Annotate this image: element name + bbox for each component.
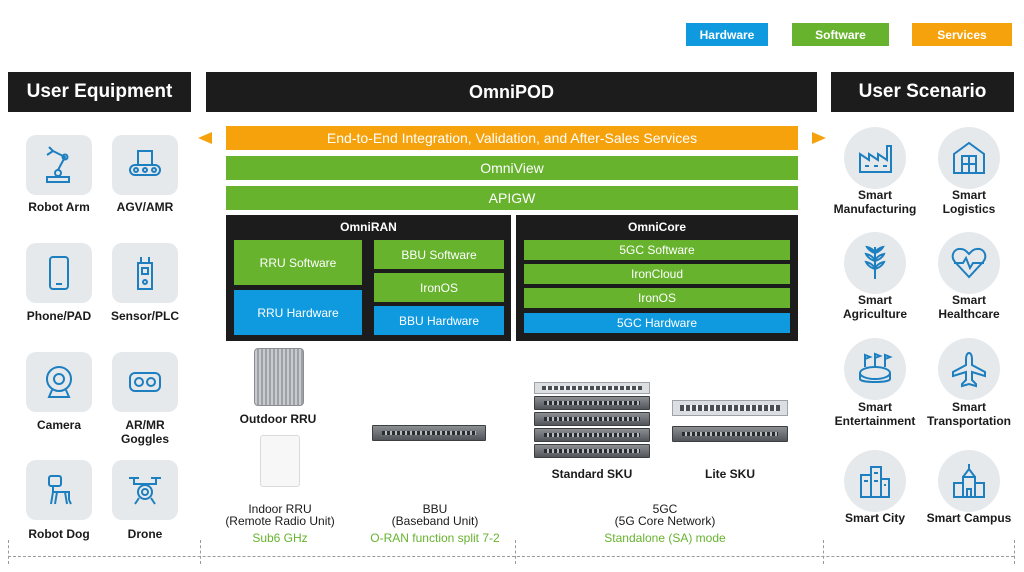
indoor-rru-image [260, 435, 300, 487]
factory-icon [844, 127, 906, 189]
airplane-icon [938, 338, 1000, 400]
legend-hardware: Hardware [686, 23, 768, 46]
scenario-label: Smart Transportation [926, 400, 1011, 428]
equipment-label: AGV/AMR [116, 200, 174, 214]
ironcloud-cell: IronCloud [524, 264, 790, 284]
indoor-rru-title: Indoor RRU [248, 502, 312, 516]
agv-icon [112, 135, 178, 195]
ironos-core-cell: IronOS [524, 288, 790, 308]
standard-sku-server [534, 396, 650, 410]
standard-sku-server [534, 412, 650, 426]
bbu-software-cell: BBU Software [374, 240, 504, 269]
divider [515, 540, 516, 564]
indoor-rru-band: Sub6 GHz [252, 531, 308, 545]
omniran-panel: OmniRAN RRU Software RRU Hardware BBU So… [226, 215, 511, 341]
outdoor-rru-image [254, 348, 304, 406]
rru-software-cell: RRU Software [234, 240, 362, 285]
camera-icon [26, 352, 92, 412]
equipment-label: AR/MR Goggles [120, 418, 169, 446]
sensor-icon [112, 243, 178, 303]
indoor-rru-subtitle: (Remote Radio Unit) [225, 514, 335, 528]
equipment-label: Camera [36, 418, 82, 432]
stadium-icon [844, 338, 906, 400]
5gc-title: 5GC [652, 502, 678, 516]
city-icon [844, 450, 906, 512]
header-user-scenario: User Scenario [831, 72, 1014, 112]
scenario-label: Smart Entertainment [834, 400, 916, 428]
scenario-label: Smart Healthcare [938, 293, 1000, 321]
omnicore-title: OmniCore [627, 220, 686, 234]
ironos-ran-cell: IronOS [374, 273, 504, 302]
services-arrow [198, 132, 826, 144]
header-omnipod: OmniPOD [206, 72, 817, 112]
rru-hardware-cell: RRU Hardware [234, 290, 362, 335]
scenario-label: Smart Campus [926, 511, 1012, 525]
standard-sku-switch [534, 382, 650, 394]
bottom-divider [8, 556, 1014, 557]
standard-sku-server [534, 428, 650, 442]
5gc-subtitle: (5G Core Network) [614, 514, 716, 528]
phone-icon [26, 243, 92, 303]
services-bar: End-to-End Integration, Validation, and … [226, 126, 798, 150]
equipment-label: Robot Dog [28, 527, 90, 541]
bbu-image [372, 425, 486, 441]
divider [200, 540, 201, 564]
divider [8, 540, 9, 564]
scenario-label: Smart Logistics [942, 188, 996, 216]
omnicore-panel: OmniCore 5GC Software IronCloud IronOS 5… [516, 215, 798, 341]
5gc-mode: Standalone (SA) mode [604, 531, 726, 545]
standard-sku-label: Standard SKU [551, 467, 633, 481]
wheat-icon [844, 232, 906, 294]
omniview-bar: OmniView [226, 156, 798, 180]
5gc-hardware-cell: 5GC Hardware [524, 313, 790, 333]
bbu-hardware-cell: BBU Hardware [374, 306, 504, 335]
scenario-label: Smart Agriculture [842, 293, 907, 321]
divider [1014, 540, 1015, 564]
outdoor-rru-label: Outdoor RRU [239, 412, 317, 426]
legend-services: Services [912, 23, 1012, 46]
omniran-title: OmniRAN [340, 220, 397, 234]
robot-dog-icon [26, 460, 92, 520]
header-user-equipment: User Equipment [8, 72, 191, 112]
bbu-split: O-RAN function split 7-2 [370, 531, 500, 545]
robot-arm-icon [26, 135, 92, 195]
heart-icon [938, 232, 1000, 294]
warehouse-icon [938, 127, 1000, 189]
equipment-label: Robot Arm [28, 200, 90, 214]
divider [823, 540, 824, 564]
equipment-label: Drone [127, 527, 163, 541]
equipment-label: Sensor/PLC [110, 309, 179, 323]
lite-sku-switch [672, 400, 788, 416]
goggles-icon [112, 352, 178, 412]
bbu-title: BBU [422, 502, 448, 516]
standard-sku-server [534, 444, 650, 458]
scenario-label: Smart Manufacturing [833, 188, 917, 216]
5gc-software-cell: 5GC Software [524, 240, 790, 260]
apigw-bar: APIGW [226, 186, 798, 210]
bbu-subtitle: (Baseband Unit) [391, 514, 479, 528]
scenario-label: Smart City [844, 511, 906, 525]
lite-sku-label: Lite SKU [704, 467, 755, 481]
legend-software: Software [792, 23, 889, 46]
lite-sku-server [672, 426, 788, 442]
campus-icon [938, 450, 1000, 512]
drone-icon [112, 460, 178, 520]
equipment-label: Phone/PAD [26, 309, 92, 323]
